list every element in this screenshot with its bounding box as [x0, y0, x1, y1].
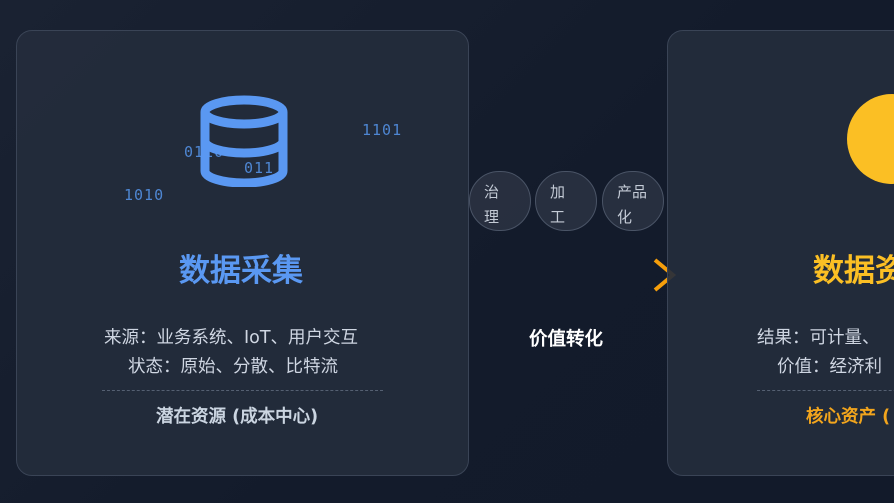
card-title: 数据资: [813, 253, 894, 289]
step-char: 理: [484, 208, 500, 226]
card-footer: 潜在资源 (成本中心): [156, 407, 319, 427]
data-asset-card: 数据资 结果：可计量、 价值：经济利 核心资产 (: [667, 30, 894, 476]
divider: [757, 390, 894, 391]
value-line: 价值：经济利: [777, 357, 882, 377]
card-title: 数据采集: [179, 253, 303, 289]
step-productization: 产品 化: [602, 171, 664, 231]
binary-text: 011: [244, 159, 275, 177]
result-line: 结果：可计量、: [757, 328, 880, 348]
binary-text: 1010: [124, 186, 165, 204]
transform-caption: 价值转化: [529, 329, 604, 350]
step-char: 加: [550, 183, 566, 201]
database-icon: [200, 95, 288, 187]
step-char: 化: [617, 208, 633, 226]
transform-arrow-icon: [469, 258, 677, 292]
binary-text: 1101: [362, 121, 403, 139]
status-line: 状态：原始、分散、比特流: [128, 357, 338, 377]
step-char: 工: [550, 208, 566, 226]
step-processing: 加 工: [535, 171, 597, 231]
step-char: 产品: [617, 183, 648, 201]
source-line: 来源：业务系统、IoT、用户交互: [104, 328, 359, 348]
divider: [102, 390, 383, 391]
data-collection-card: 1101 0110 011 1010 数据采集 来源：业务系统、IoT、用户交互…: [16, 30, 469, 476]
step-governance: 治 理: [469, 171, 531, 231]
step-char: 治: [484, 183, 500, 201]
card-footer: 核心资产 (: [806, 407, 891, 427]
